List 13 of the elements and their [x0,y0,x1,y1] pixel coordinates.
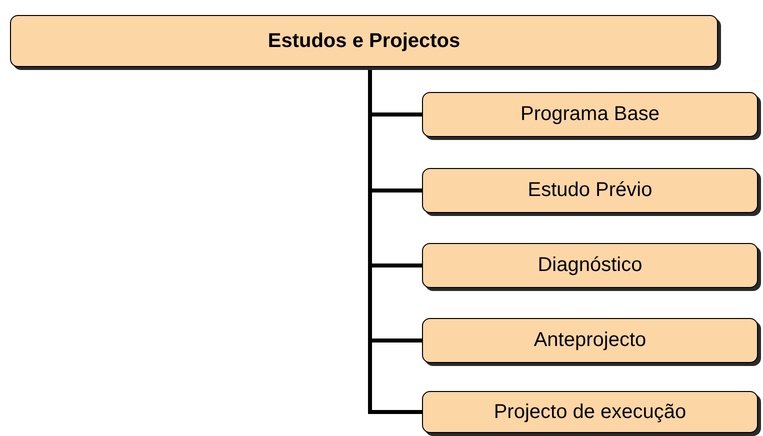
box-label: Programa Base [520,103,660,126]
child-box [422,92,758,137]
connector-line [368,67,422,414]
child-box [422,243,758,288]
box-label: Projecto de execução [494,400,686,424]
child-box [422,318,758,363]
box-label: Anteprojecto [534,329,646,352]
box-label: Diagnóstico [538,254,642,277]
child-box [422,168,758,213]
root-box [10,15,718,67]
box-label: Estudo Prévio [528,179,652,202]
child-box [422,391,758,433]
box-label: Estudos e Projectos [268,30,460,52]
